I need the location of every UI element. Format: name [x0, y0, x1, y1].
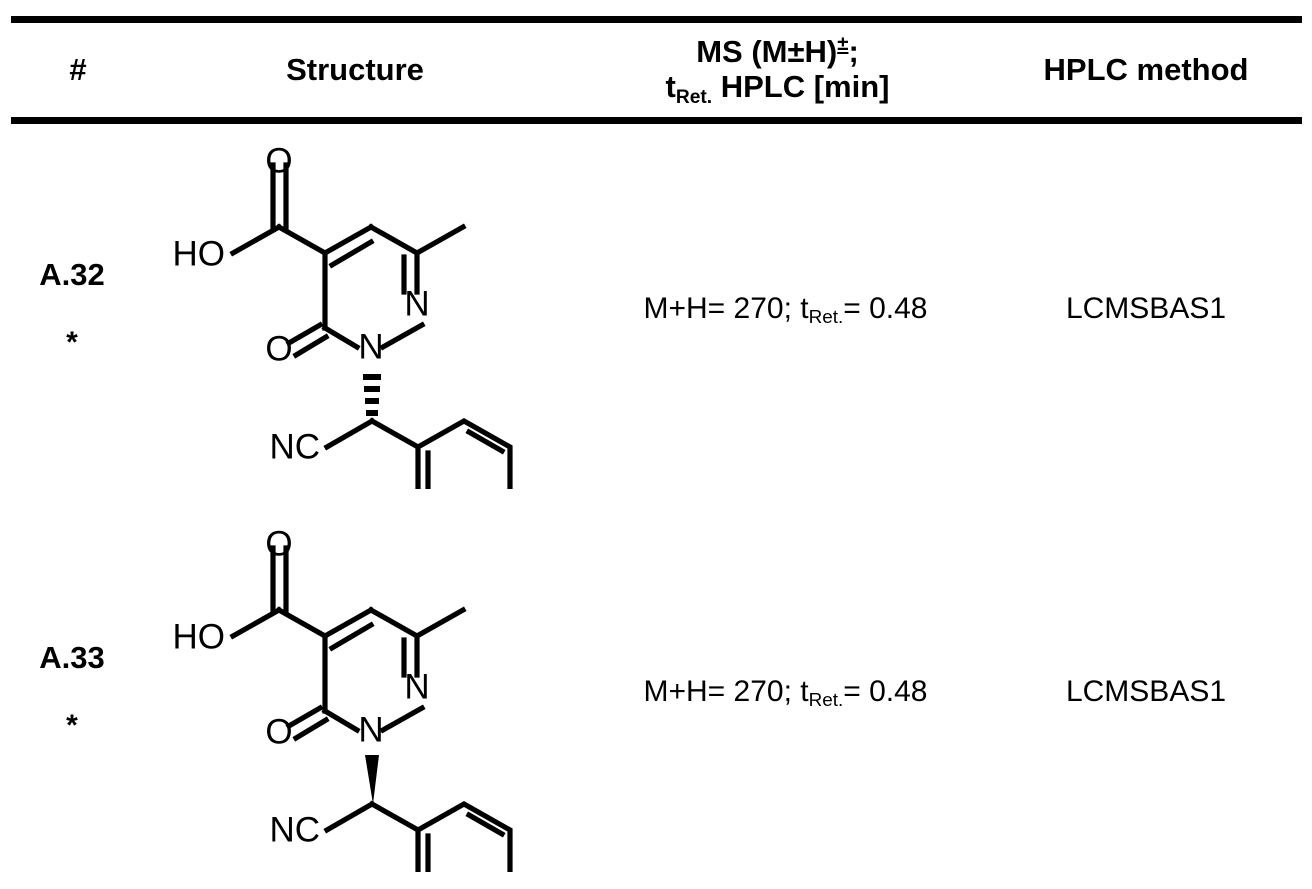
header-row: # Structure MS (M±H)±; tRet. HPLC [min] … [11, 23, 1302, 117]
column-header-ms-line2: tRet. HPLC [min] [565, 69, 990, 108]
structure-cell: O HO N N O NC [145, 117, 565, 500]
ms-value-post: = 0.48 [843, 674, 928, 708]
atom-label-hydroxyl: HO [173, 617, 226, 656]
atom-label-ring-nitrogen-1: N [358, 327, 383, 366]
structure-svg-wedge: O HO N N O NC [173, 524, 513, 872]
ms-value-pre: M+H= 270; t [643, 291, 809, 325]
structure-atom-labels: O HO N N O NC [173, 141, 430, 466]
column-header-hplc-method: HPLC method [990, 23, 1302, 117]
ms-header-superscript: ± [837, 32, 849, 56]
hashed-wedge-bond [363, 373, 381, 416]
ms-value-subscript: Ret. [808, 690, 844, 712]
compound-id: A.33 [39, 640, 105, 675]
chemical-structure-diagram: O HO N N O NC [145, 512, 565, 872]
tret-header-text-pre: t [665, 69, 676, 104]
table-header-rule [11, 117, 1302, 124]
row-number-cell: A.32 * [11, 117, 145, 500]
hplc-method-cell: LCMSBAS1 [1065, 291, 1227, 325]
ms-header-text-post: ; [848, 34, 859, 70]
structure-cell: O HO N N O NC [145, 500, 565, 883]
solid-wedge-bond [365, 754, 379, 804]
atom-label-keto-oxygen: O [265, 329, 292, 368]
chemical-structure-diagram: O HO N N O NC [145, 129, 565, 489]
tret-header-subscript: Ret. [675, 86, 713, 108]
atom-label-ring-nitrogen-1: N [358, 710, 383, 749]
structure-atom-labels: O HO N N O NC [173, 524, 430, 849]
ms-value-post: = 0.48 [843, 291, 928, 325]
compound-table: # Structure MS (M±H)±; tRet. HPLC [min] … [11, 23, 1302, 883]
hplc-method-cell: LCMSBAS1 [1065, 674, 1227, 708]
atom-label-keto-oxygen: O [265, 712, 292, 751]
compound-marker: * [66, 326, 78, 359]
structure-svg-hashed: O HO N N O NC [173, 141, 513, 489]
table-row: A.33 * [11, 500, 1302, 883]
tret-header-text-post: HPLC [min] [712, 69, 890, 104]
atom-label-carboxyl-oxygen: O [265, 524, 292, 563]
atom-label-nitrile: NC [269, 810, 320, 849]
table-header: # Structure MS (M±H)±; tRet. HPLC [min] … [11, 23, 1302, 117]
atom-label-ring-nitrogen-2: N [404, 667, 429, 706]
column-header-hplc-method-label: HPLC method [1043, 51, 1249, 87]
ms-value-pre: M+H= 270; t [643, 674, 809, 708]
table-row: A.32 * [11, 117, 1302, 500]
column-header-structure-label: Structure [286, 51, 424, 87]
column-header-ms-line1: MS (M±H)±; [565, 32, 990, 70]
ms-data-cell: M+H= 270; tRet.= 0.48 [565, 117, 990, 500]
ms-header-text-pre: MS (M±H) [696, 34, 838, 70]
column-header-structure: Structure [145, 23, 565, 117]
compound-id: A.32 [39, 257, 105, 292]
ms-data-cell: M+H= 270; tRet.= 0.48 [565, 500, 990, 883]
ms-value-subscript: Ret. [808, 307, 844, 329]
column-header-ms: MS (M±H)±; tRet. HPLC [min] [565, 23, 990, 117]
column-header-number: # [11, 23, 145, 117]
atom-label-hydroxyl: HO [173, 234, 226, 273]
atom-label-ring-nitrogen-2: N [404, 284, 429, 323]
table-body: A.32 * [11, 117, 1302, 883]
column-header-number-label: # [69, 51, 87, 87]
atom-label-carboxyl-oxygen: O [265, 141, 292, 180]
compound-marker: * [66, 709, 78, 742]
row-number-cell: A.33 * [11, 500, 145, 883]
table-top-rule [11, 16, 1302, 23]
atom-label-nitrile: NC [269, 427, 320, 466]
